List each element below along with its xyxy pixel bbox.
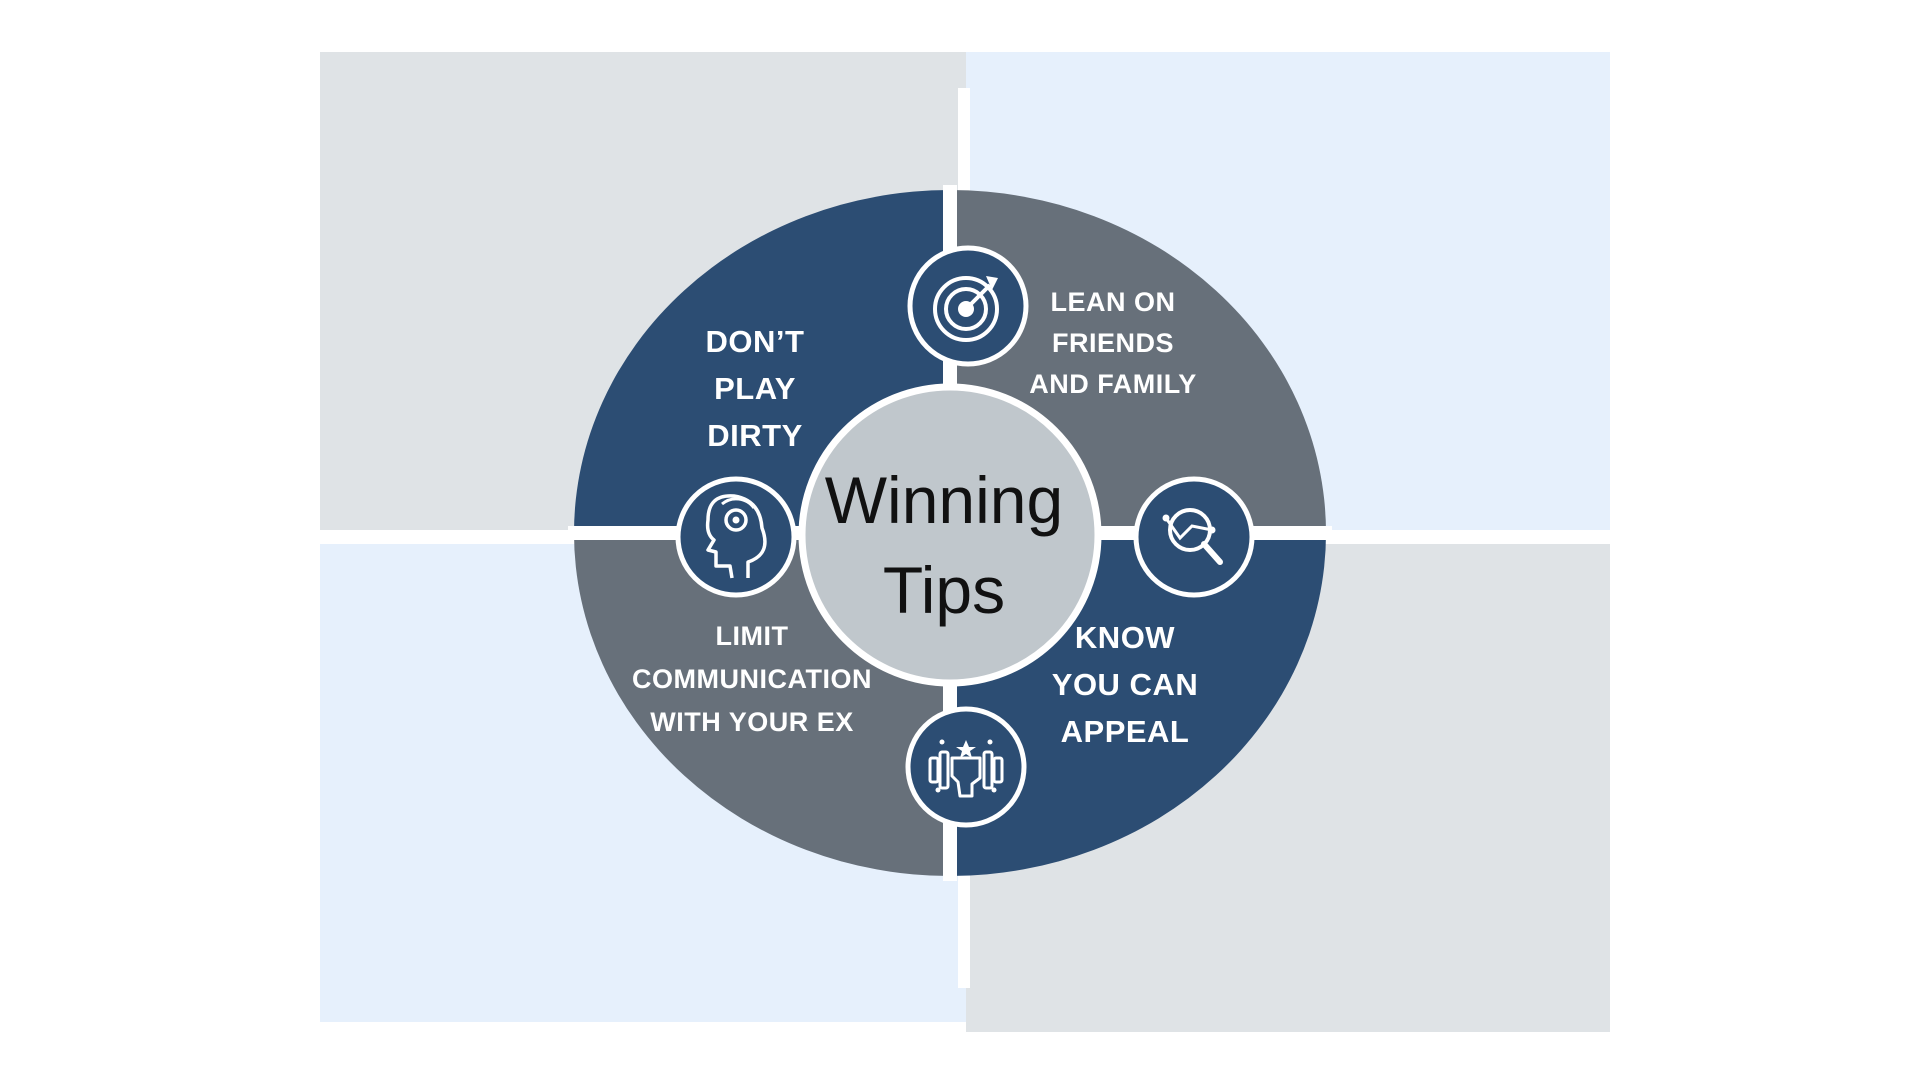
- tip-label-lean-on-friends: LEAN ON FRIENDS AND FAMILY: [1029, 287, 1197, 399]
- tip-label-dont-play-dirty: DON’T PLAY DIRTY: [705, 324, 805, 453]
- tip-label-limit-communication: LIMIT COMMUNICATION WITH YOUR EX: [632, 621, 872, 737]
- magnifier-chart-icon: [1133, 476, 1255, 598]
- target-arrow-icon: [907, 245, 1029, 367]
- center-title: Winning Tips: [824, 463, 1064, 627]
- strength-fist-dumbbell-icon: [905, 706, 1027, 828]
- mind-gear-icon: [675, 476, 797, 598]
- tip-label-know-you-can-appeal: KNOW YOU CAN APPEAL: [1051, 620, 1199, 749]
- center-circle: [798, 383, 1102, 687]
